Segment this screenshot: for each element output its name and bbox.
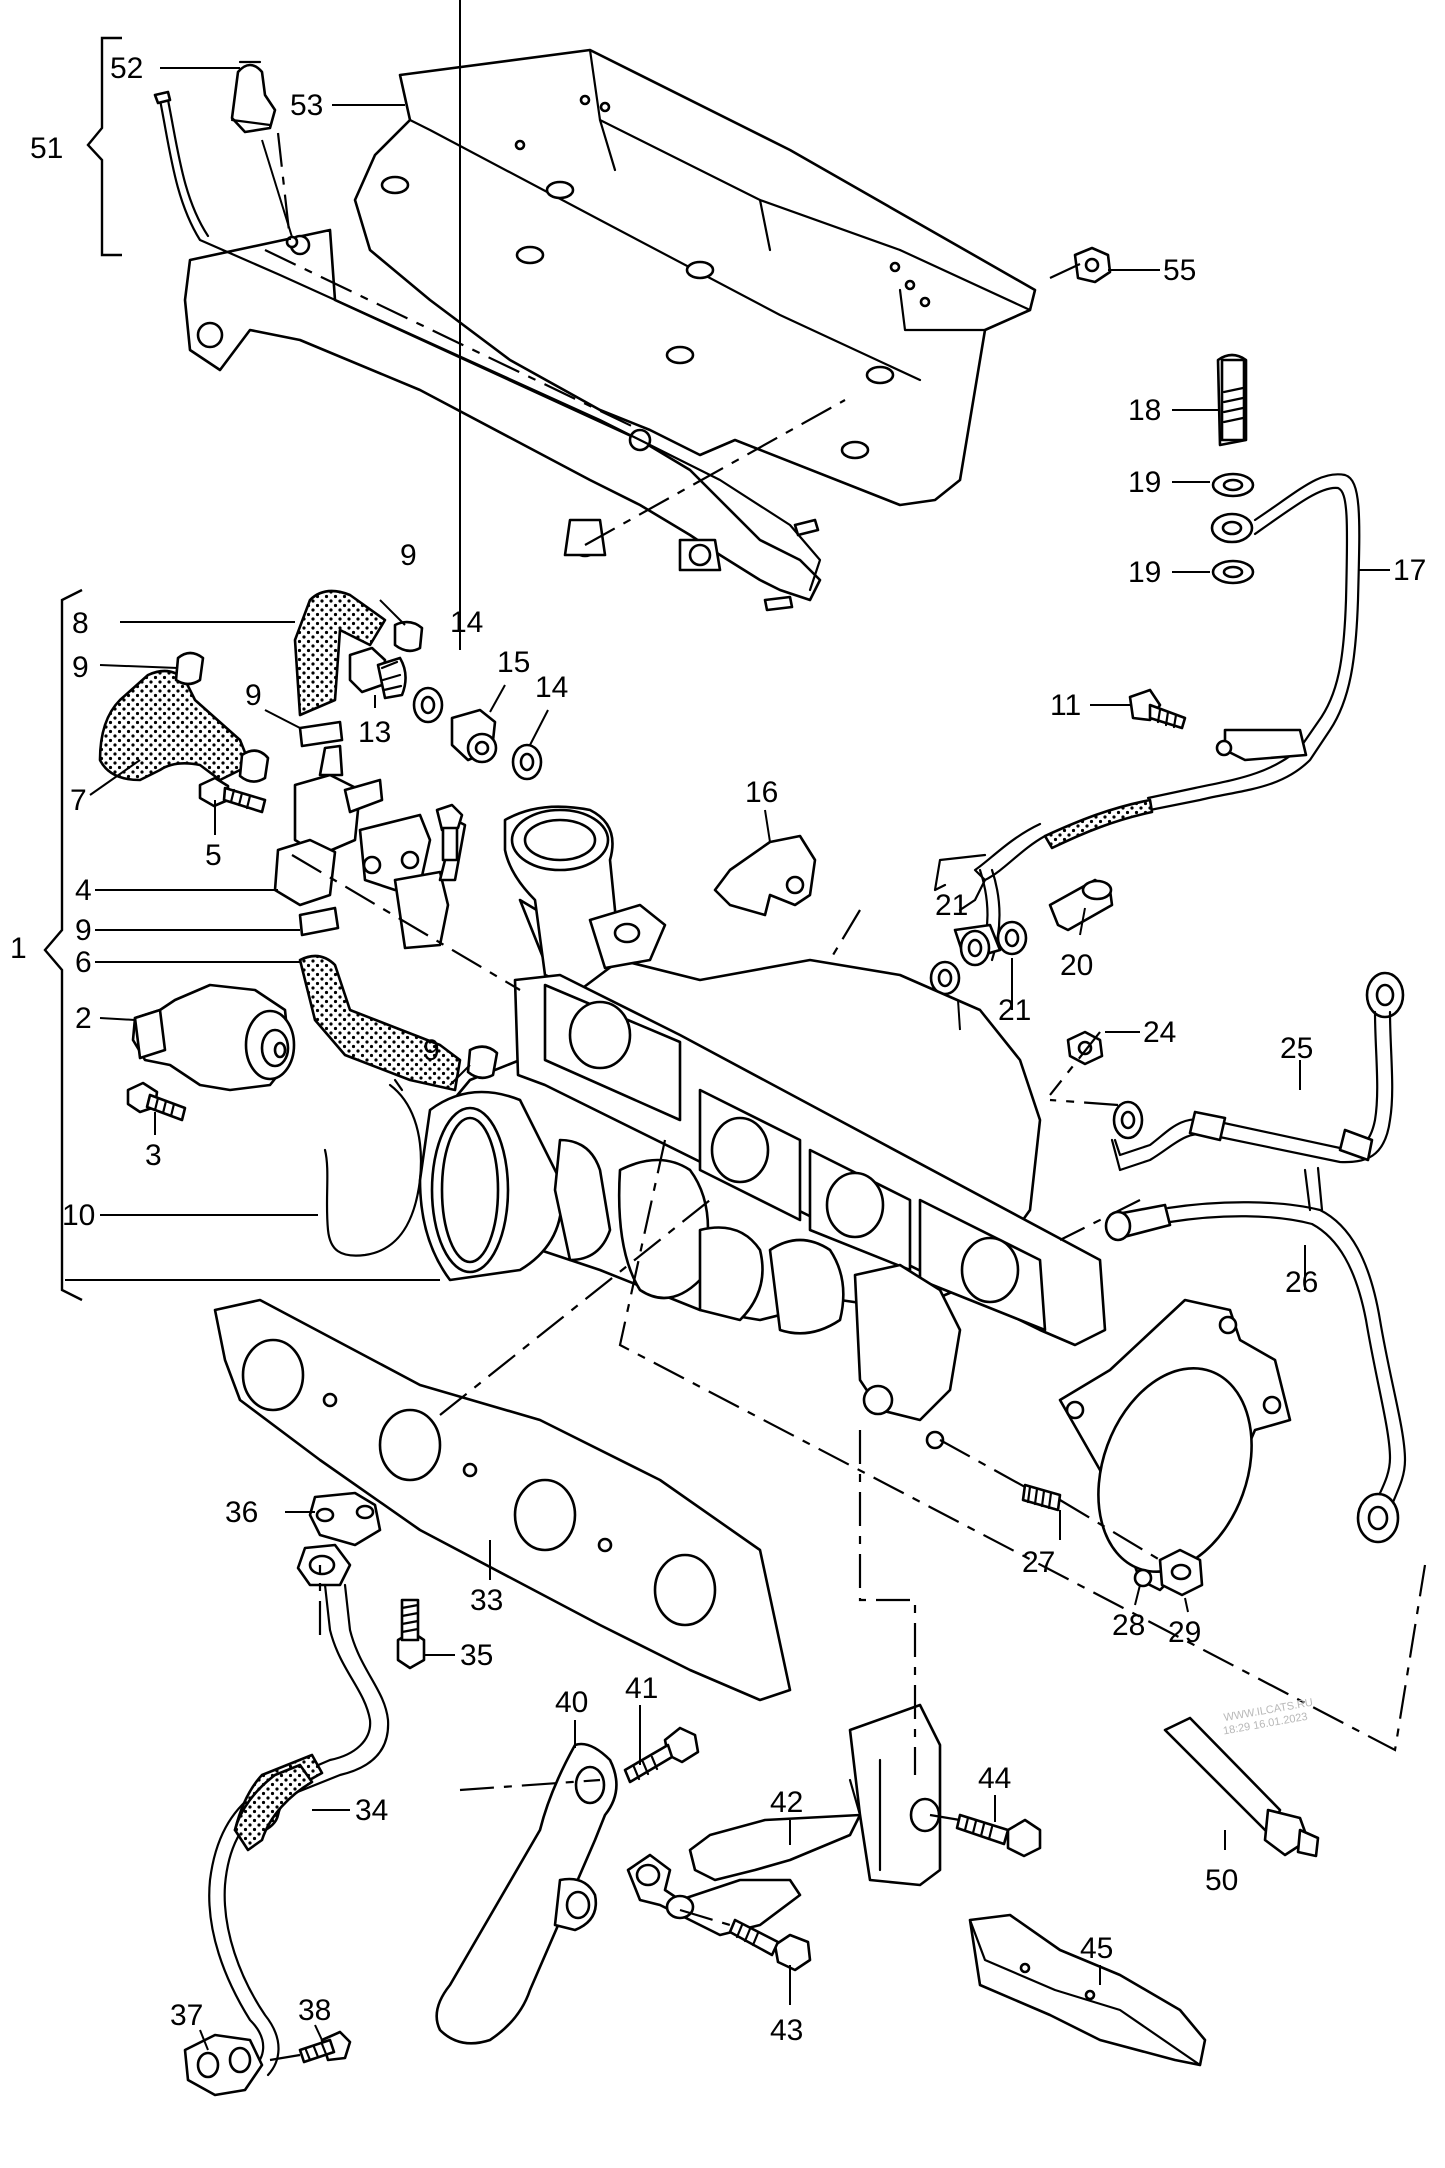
assembly-center-lines xyxy=(264,132,1427,2062)
callout-55: 55 xyxy=(1163,254,1196,287)
bracket-16 xyxy=(713,834,817,917)
banjo-bolt-13 xyxy=(348,646,407,700)
callout-14a: 14 xyxy=(450,606,483,639)
callout-40: 40 xyxy=(555,1686,588,1719)
callout-43: 43 xyxy=(770,2014,803,2047)
callout-3: 3 xyxy=(145,1139,162,1172)
callout-labels: 1 2 3 4 5 6 7 8 9 9 9 9 9 10 11 13 14 14… xyxy=(10,52,1426,2047)
washers-14 xyxy=(412,686,543,781)
callout-33: 33 xyxy=(470,1584,503,1617)
callout-9b: 9 xyxy=(72,651,89,684)
bolt-38 xyxy=(298,2030,352,2064)
nut-29 xyxy=(1158,1548,1204,1597)
coolant-pipe-26 xyxy=(1104,1166,1407,1544)
stud-27 xyxy=(1021,1483,1062,1512)
hose-7 xyxy=(98,669,252,782)
brace-51 xyxy=(86,36,122,257)
bolt-5 xyxy=(198,776,267,814)
callout-8: 8 xyxy=(72,607,89,640)
callout-26: 26 xyxy=(1285,1266,1318,1299)
hose-8 xyxy=(293,589,387,717)
callout-25: 25 xyxy=(1280,1032,1313,1065)
callout-35: 35 xyxy=(460,1639,493,1672)
leader-lines xyxy=(65,0,1390,2051)
callout-44: 44 xyxy=(978,1762,1011,1795)
callout-13: 13 xyxy=(358,716,391,749)
bolt-35 xyxy=(396,1598,426,1670)
heat-shield xyxy=(353,48,1037,507)
callout-6: 6 xyxy=(75,946,92,979)
callout-51: 51 xyxy=(30,132,63,165)
callout-5: 5 xyxy=(205,839,222,872)
callout-50: 50 xyxy=(1205,1864,1238,1897)
callout-52: 52 xyxy=(110,52,143,85)
bolt-41 xyxy=(623,1726,700,1784)
banjo-15 xyxy=(450,708,498,764)
callout-9e: 9 xyxy=(423,1034,440,1067)
callout-9d: 9 xyxy=(75,914,92,947)
sensor-52 xyxy=(230,60,299,249)
callout-1: 1 xyxy=(10,932,27,965)
callout-10: 10 xyxy=(62,1199,95,1232)
bracket-42 xyxy=(626,1703,942,1937)
bolt-44 xyxy=(955,1813,1042,1858)
watermark: WWW.ILCATS.RU 18:29 16.01.2023 xyxy=(1222,1697,1314,1738)
callout-36: 36 xyxy=(225,1496,258,1529)
callout-11: 11 xyxy=(1050,689,1081,722)
oil-return-line-25 xyxy=(1110,971,1405,1172)
callout-41: 41 xyxy=(625,1672,658,1705)
hose-6 xyxy=(298,954,462,1092)
gasket-28 xyxy=(1058,1298,1292,1592)
callout-20: 20 xyxy=(1060,949,1093,982)
callout-18: 18 xyxy=(1128,394,1161,427)
callout-42: 42 xyxy=(770,1786,803,1819)
oil-drain-pipe-34 xyxy=(183,1491,390,2097)
clamps-9 xyxy=(174,620,499,1080)
bracket-40 xyxy=(435,1742,618,2045)
bolt-3 xyxy=(126,1081,187,1122)
callout-16: 16 xyxy=(745,776,778,809)
bolt-43 xyxy=(728,1918,812,1972)
callout-7: 7 xyxy=(70,784,87,817)
callout-53: 53 xyxy=(290,89,323,122)
nut-55 xyxy=(1073,246,1112,284)
callout-9c: 9 xyxy=(245,679,262,712)
callout-9a: 9 xyxy=(400,539,417,572)
callout-21b: 21 xyxy=(998,994,1031,1027)
callout-37: 37 xyxy=(170,1999,203,2032)
callout-28: 28 xyxy=(1112,1609,1145,1642)
diverter-valve-2 xyxy=(131,983,296,1092)
bolt-12 xyxy=(435,803,464,862)
callout-29: 29 xyxy=(1168,1616,1201,1649)
callout-17: 17 xyxy=(1393,554,1426,587)
callout-19a: 19 xyxy=(1128,466,1161,499)
heat-shield-45 xyxy=(968,1913,1207,2067)
brace-1 xyxy=(43,588,83,1302)
oil-supply-line-17 xyxy=(933,353,1361,962)
callout-27: 27 xyxy=(1022,1546,1055,1579)
callout-21a: 21 xyxy=(935,889,968,922)
sealant-tube-50 xyxy=(1163,1716,1320,1858)
callout-19b: 19 xyxy=(1128,556,1161,589)
callout-45: 45 xyxy=(1080,1932,1113,1965)
callout-15: 15 xyxy=(497,646,530,679)
callout-2: 2 xyxy=(75,1002,92,1035)
exhaust-manifold-gasket-33 xyxy=(213,1298,792,1702)
turbocharger-manifold xyxy=(418,805,1107,1450)
callout-4: 4 xyxy=(75,874,92,907)
spring-clip-10 xyxy=(323,1078,422,1257)
callout-34: 34 xyxy=(355,1794,388,1827)
callout-24: 24 xyxy=(1143,1016,1176,1049)
banjo-bolt-20-and-washers-21 xyxy=(929,878,1114,996)
callout-14b: 14 xyxy=(535,671,568,704)
bolt-11 xyxy=(1128,688,1187,730)
callout-38: 38 xyxy=(298,1994,331,2027)
